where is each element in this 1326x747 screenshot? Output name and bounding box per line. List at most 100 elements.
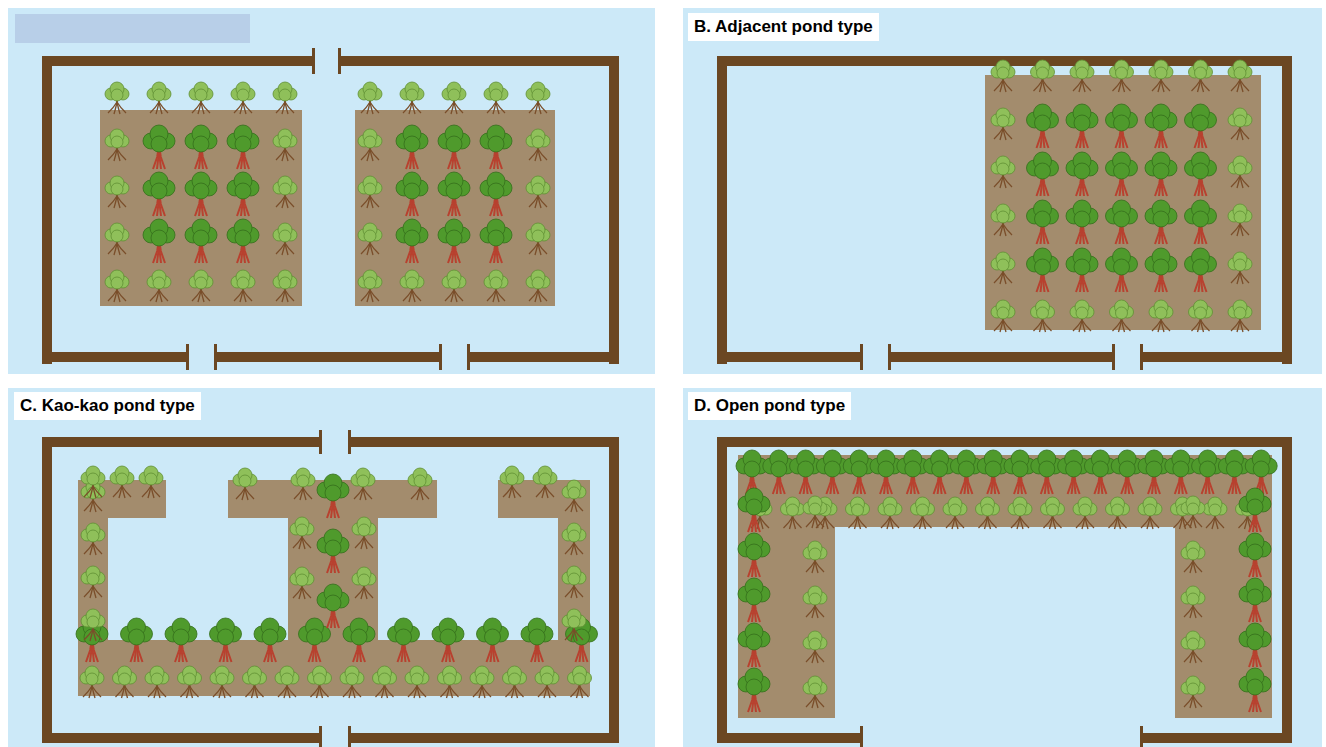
large-mangrove (1192, 450, 1224, 494)
small-mangrove (442, 82, 466, 114)
small-mangrove (803, 541, 827, 573)
small-mangrove (503, 666, 527, 698)
small-mangrove (526, 82, 550, 114)
large-mangrove (1185, 248, 1217, 292)
large-mangrove (1031, 450, 1063, 494)
large-mangrove (185, 125, 217, 169)
small-mangrove (803, 676, 827, 708)
small-mangrove (562, 480, 586, 512)
small-mangrove (358, 270, 382, 302)
large-mangrove (950, 450, 982, 494)
large-mangrove (317, 474, 349, 518)
panel-ground (8, 388, 655, 747)
small-mangrove (1181, 631, 1205, 663)
small-mangrove (526, 270, 550, 302)
small-mangrove (526, 223, 550, 255)
small-mangrove (358, 176, 382, 208)
small-mangrove (273, 176, 297, 208)
small-mangrove (943, 497, 967, 529)
large-mangrove (1106, 104, 1138, 148)
small-mangrove (352, 567, 376, 599)
large-mangrove (438, 125, 470, 169)
small-mangrove (231, 82, 255, 114)
panel-ground (683, 388, 1322, 747)
small-mangrove (243, 666, 267, 698)
small-mangrove (562, 523, 586, 555)
small-mangrove (105, 176, 129, 208)
large-mangrove (1145, 248, 1177, 292)
small-mangrove (81, 566, 105, 598)
panel-title: B. Adjacent pond type (688, 13, 879, 41)
large-mangrove (738, 623, 770, 667)
large-mangrove (738, 668, 770, 712)
large-mangrove (1239, 533, 1271, 577)
large-mangrove (1027, 248, 1059, 292)
small-mangrove (1008, 497, 1032, 529)
large-mangrove (1066, 200, 1098, 244)
small-mangrove (1228, 108, 1252, 140)
large-mangrove (432, 618, 464, 662)
large-mangrove (1004, 450, 1036, 494)
small-mangrove (526, 129, 550, 161)
small-mangrove (139, 466, 163, 498)
small-mangrove (535, 666, 559, 698)
large-mangrove (343, 618, 375, 662)
small-mangrove (1181, 541, 1205, 573)
large-mangrove (1239, 578, 1271, 622)
large-mangrove (738, 533, 770, 577)
mangrove-plots (78, 75, 1272, 718)
large-mangrove (396, 125, 428, 169)
small-mangrove (290, 567, 314, 599)
small-mangrove (991, 156, 1015, 188)
large-mangrove (165, 618, 197, 662)
large-mangrove (143, 172, 175, 216)
small-mangrove (442, 270, 466, 302)
large-mangrove (227, 219, 259, 263)
small-mangrove (308, 666, 332, 698)
small-mangrove (1031, 300, 1055, 332)
small-mangrove (1189, 60, 1213, 92)
small-mangrove (358, 129, 382, 161)
large-mangrove (1185, 152, 1217, 196)
small-mangrove (147, 82, 171, 114)
small-mangrove (113, 666, 137, 698)
large-mangrove (1027, 104, 1059, 148)
small-mangrove (991, 252, 1015, 284)
small-mangrove (231, 270, 255, 302)
small-mangrove (1070, 300, 1094, 332)
small-mangrove (105, 223, 129, 255)
large-mangrove (480, 219, 512, 263)
large-mangrove (143, 219, 175, 263)
small-mangrove (1070, 60, 1094, 92)
large-mangrove (1239, 623, 1271, 667)
small-mangrove (878, 497, 902, 529)
small-mangrove (1110, 300, 1134, 332)
small-mangrove (1203, 497, 1227, 529)
large-mangrove (121, 618, 153, 662)
small-mangrove (210, 666, 234, 698)
large-mangrove (396, 219, 428, 263)
small-mangrove (562, 609, 586, 641)
small-mangrove (273, 129, 297, 161)
small-mangrove (105, 270, 129, 302)
small-mangrove (81, 609, 105, 641)
small-mangrove (233, 468, 257, 500)
large-mangrove (185, 172, 217, 216)
small-mangrove (81, 466, 105, 498)
large-mangrove (1066, 152, 1098, 196)
small-mangrove (484, 82, 508, 114)
small-mangrove (911, 497, 935, 529)
large-mangrove (1106, 248, 1138, 292)
large-mangrove (763, 450, 795, 494)
panel-title: D. Open pond type (688, 392, 851, 420)
large-mangrove (738, 578, 770, 622)
small-mangrove (1228, 60, 1252, 92)
small-mangrove (1228, 156, 1252, 188)
large-mangrove (1185, 104, 1217, 148)
panel-title: C. Kao-kao pond type (14, 392, 201, 420)
small-mangrove (526, 176, 550, 208)
large-mangrove (1165, 450, 1197, 494)
small-mangrove (1106, 497, 1130, 529)
small-mangrove (291, 468, 315, 500)
